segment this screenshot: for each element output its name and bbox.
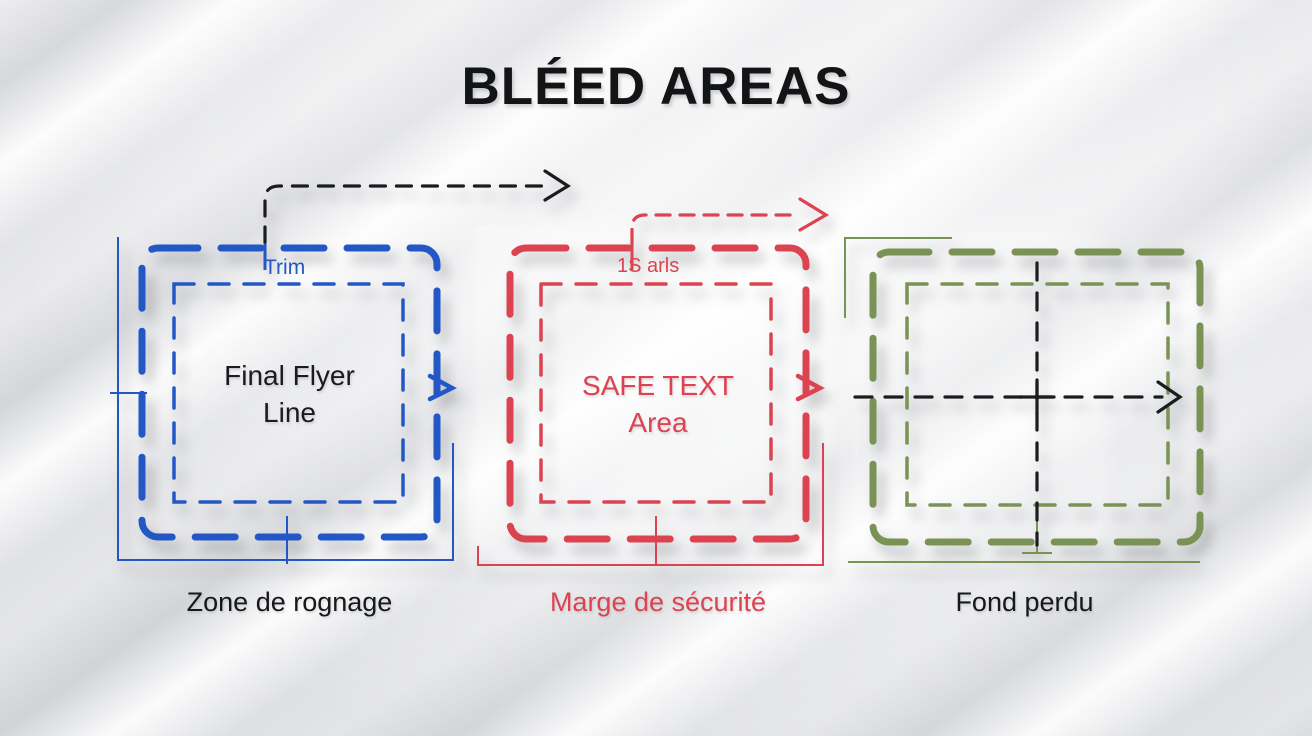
safe-center-text-line2: Area	[628, 406, 688, 438]
caption-trim-box: Zone de rognage	[186, 587, 393, 617]
trim-measure-bracket	[117, 237, 454, 561]
trim-frame-label: Trim	[264, 256, 306, 279]
trim-inner-dashed-frame	[172, 282, 405, 504]
safe-right-chevron-icon	[795, 373, 825, 402]
trim-box-group	[110, 228, 457, 564]
safe-box-group	[477, 197, 830, 566]
caption-safe-box: Marge de sécurité	[549, 587, 767, 617]
crosshair-arrow-group	[853, 261, 1183, 547]
safe-box-backdrop-panel	[476, 226, 828, 560]
caption-bleed-box: Fond perdu	[955, 587, 1094, 617]
flow-arrow-red-dashed-path	[630, 213, 802, 246]
flow-arrow-black-dashed-path	[263, 184, 550, 244]
safe-center-text: SAFE TEXT Area	[510, 368, 806, 442]
trim-center-text-line1: Final Flyer	[224, 360, 355, 391]
flow-arrow-black	[263, 169, 572, 244]
bleed-top-left-bracket	[844, 237, 952, 318]
bleed-outer-dashed-frame	[869, 248, 1204, 546]
safe-inner-dashed-frame	[539, 282, 773, 504]
trim-center-text: Final Flyer Line	[142, 358, 437, 432]
safe-center-text-line1: SAFE TEXT	[582, 370, 734, 401]
crosshair-center-plus-icon	[1018, 378, 1056, 416]
flow-arrow-black-arrowhead-icon	[543, 169, 572, 202]
trim-right-chevron-icon	[427, 373, 457, 402]
bleed-box-group	[844, 237, 1204, 563]
safe-frame-label: 1S arls	[617, 255, 680, 277]
safe-measure-bracket	[477, 443, 824, 566]
trim-center-text-line2: Line	[263, 396, 316, 428]
page-title: BLÉED AREAS	[461, 57, 851, 116]
flow-arrow-red-arrowhead-icon	[798, 197, 830, 232]
crosshair-arrowhead-icon	[1156, 380, 1183, 414]
